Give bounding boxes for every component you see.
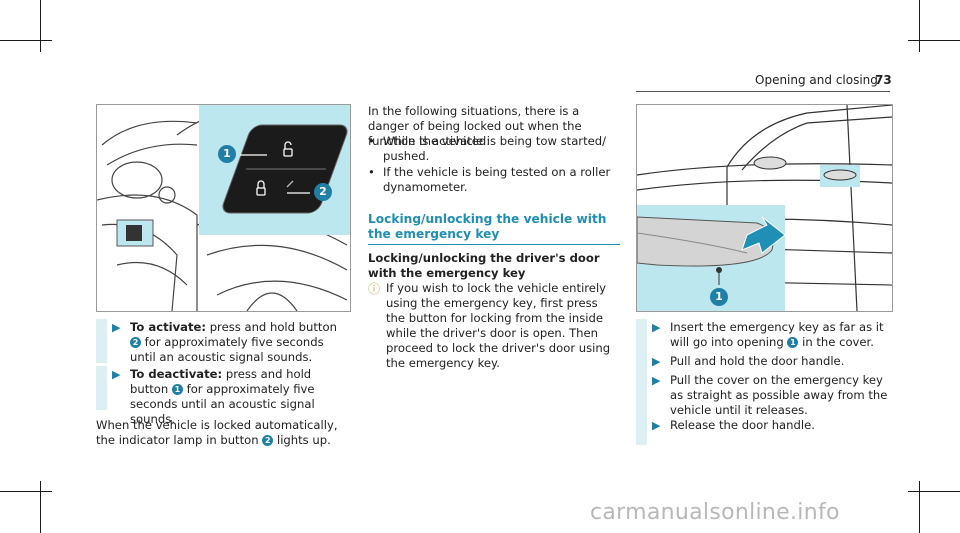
- figure-callout-2: 2: [314, 183, 332, 201]
- crop-mark: [919, 0, 920, 52]
- bullet-icon: •: [368, 165, 375, 179]
- header-title: Opening and closing: [755, 73, 878, 87]
- step-arrow-icon: ▶: [652, 355, 661, 368]
- button-ref-badge: 2: [130, 337, 141, 348]
- button-ref-badge: 1: [171, 384, 183, 395]
- paragraph-indicator: When the vehicle is locked automatically…: [96, 418, 338, 447]
- crop-mark: [908, 40, 960, 41]
- watermark: carmanualsonline.info: [590, 500, 840, 525]
- figure-interior-buttons: 1 2: [96, 104, 351, 312]
- crop-mark: [0, 40, 52, 41]
- note-text: If you wish to lock the vehicle entirely…: [386, 281, 611, 370]
- page-number: 73: [875, 73, 892, 87]
- step-insert-key: Insert the emergency key as far as it wi…: [670, 320, 884, 349]
- step-label: To activate:: [130, 320, 207, 334]
- step-arrow-icon: ▶: [652, 419, 661, 432]
- crop-mark: [908, 491, 960, 492]
- figure-door-handle: 1: [636, 104, 893, 312]
- interior-illustration: [97, 105, 350, 311]
- intro-paragraph: In the following situations, there is a …: [368, 104, 582, 148]
- step-arrow-icon: ▶: [652, 321, 661, 334]
- figure-callout-1: 1: [710, 288, 728, 306]
- step-arrow-icon: ▶: [112, 368, 121, 381]
- crop-mark: [0, 491, 52, 492]
- bullet-item: While the vehicle is being tow started/ …: [383, 134, 607, 163]
- step-release-handle: Release the door handle.: [670, 418, 815, 432]
- sub-heading: Locking/unlocking the driver's door with…: [368, 251, 600, 280]
- step-marker-bar: [96, 366, 107, 410]
- step-arrow-icon: ▶: [112, 321, 121, 334]
- header-rule: [636, 91, 890, 92]
- step-label: To deactivate:: [130, 367, 223, 381]
- info-icon: ⓘ: [368, 282, 381, 296]
- step-marker-bar: [636, 319, 647, 445]
- crop-mark: [40, 481, 41, 533]
- figure-callout-1: 1: [218, 145, 236, 163]
- section-rule: [368, 244, 620, 245]
- crop-mark: [40, 0, 41, 52]
- section-heading: Locking/unlocking the vehicle with the e…: [368, 212, 607, 241]
- opening-ref-badge: 1: [787, 337, 799, 348]
- step-activate: To activate: press and hold button 2 for…: [130, 320, 337, 364]
- bullet-item: If the vehicle is being tested on a roll…: [383, 165, 611, 194]
- running-header: Opening and closing: [755, 73, 878, 87]
- button-ref-badge: 2: [262, 435, 274, 446]
- step-pull-cover: Pull the cover on the emergency key as s…: [670, 373, 888, 417]
- door-illustration: [637, 105, 892, 311]
- step-marker-bar: [96, 319, 107, 363]
- step-deactivate: To deactivate: press and hold button 1 f…: [130, 367, 315, 426]
- step-arrow-icon: ▶: [652, 374, 661, 387]
- crop-mark: [919, 481, 920, 533]
- bullet-icon: •: [368, 134, 375, 148]
- step-pull-handle: Pull and hold the door handle.: [670, 354, 845, 368]
